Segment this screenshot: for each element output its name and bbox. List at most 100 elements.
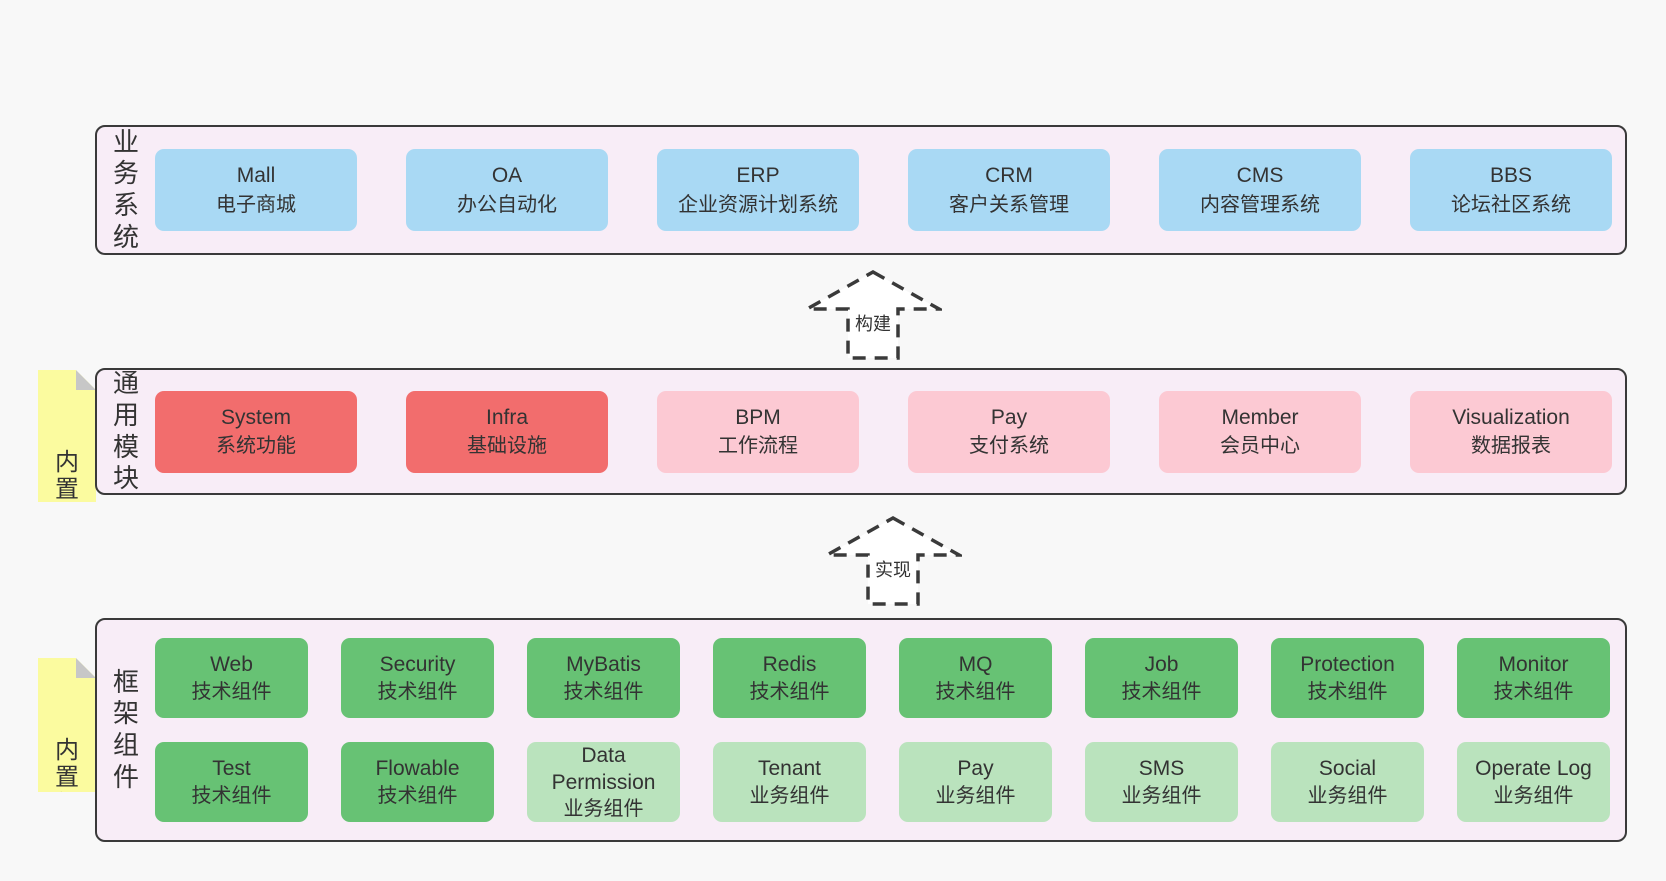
box-data-permission: Data Permission 业务组件: [527, 742, 680, 822]
box-visualization: Visualization 数据报表: [1410, 390, 1612, 473]
box-subtitle: 基础设施: [467, 435, 547, 458]
box-subtitle: 办公自动化: [457, 193, 557, 216]
box-title: Mall: [236, 164, 276, 188]
box-subtitle: 业务组件: [749, 784, 830, 807]
box-test: Test 技术组件: [155, 742, 308, 822]
box-title: Job: [1144, 653, 1179, 677]
box-oa: OA 办公自动化: [406, 149, 608, 231]
box-social: Social 业务组件: [1271, 742, 1424, 822]
box-title: BPM: [735, 405, 781, 429]
band-business-systems: 业 务 系 统 Mall 电子商城 OA 办公自动化 ERP 企业资源计划系统 …: [95, 125, 1627, 255]
folded-corner-icon: [76, 370, 96, 390]
box-system: System 系统功能: [155, 390, 357, 473]
band-label-framework-components: 框 架 组 件: [112, 666, 139, 792]
sticky-label: 内 置 功 能: [55, 448, 79, 557]
box-subtitle: 技术组件: [563, 680, 644, 703]
box-subtitle: 业务组件: [935, 784, 1016, 807]
band-framework-components: 框 架 组 件 Web 技术组件 Security 技术组件 MyBatis 技…: [95, 618, 1627, 842]
box-title: CRM: [985, 164, 1033, 188]
sticky-note-built-in-features: 内 置 功 能: [38, 370, 96, 502]
box-title: BBS: [1489, 164, 1533, 188]
arrow-label: 实现: [872, 556, 914, 582]
box-subtitle: 企业资源计划系统: [678, 193, 838, 216]
box-title: Monitor: [1498, 653, 1569, 677]
box-title: Test: [212, 757, 251, 781]
box-title: Data Permission: [551, 743, 656, 794]
box-mq: MQ 技术组件: [899, 638, 1052, 718]
box-subtitle: 业务组件: [1307, 784, 1388, 807]
box-subtitle: 电子商城: [216, 193, 296, 216]
box-subtitle: 业务组件: [563, 798, 644, 821]
box-title: Pay: [990, 405, 1028, 429]
box-pay-module: Pay 支付系统: [908, 390, 1110, 473]
box-subtitle: 技术组件: [935, 680, 1016, 703]
box-title: SMS: [1138, 757, 1185, 781]
box-mybatis: MyBatis 技术组件: [527, 638, 680, 718]
box-title: Tenant: [757, 757, 822, 781]
box-subtitle: 技术组件: [1307, 680, 1388, 703]
box-bbs: BBS 论坛社区系统: [1410, 149, 1612, 231]
implement-arrow-icon: 实现: [824, 515, 962, 607]
box-subtitle: 系统功能: [216, 435, 296, 458]
box-mall: Mall 电子商城: [155, 149, 357, 231]
box-subtitle: 技术组件: [1121, 680, 1202, 703]
box-title: Web: [210, 653, 253, 677]
box-member: Member 会员中心: [1159, 390, 1361, 473]
box-security: Security 技术组件: [341, 638, 494, 718]
box-subtitle: 技术组件: [191, 784, 272, 807]
box-subtitle: 工作流程: [718, 435, 798, 458]
build-arrow-icon: 构建: [804, 269, 942, 361]
box-title: Operate Log: [1475, 757, 1592, 781]
box-title: MQ: [958, 653, 993, 677]
band-label-business-systems: 业 务 系 统: [112, 126, 139, 252]
box-pay-component: Pay 业务组件: [899, 742, 1052, 822]
box-erp: ERP 企业资源计划系统: [657, 149, 859, 231]
box-title: CMS: [1236, 164, 1284, 188]
box-subtitle: 会员中心: [1220, 435, 1300, 458]
box-web: Web 技术组件: [155, 638, 308, 718]
box-monitor: Monitor 技术组件: [1457, 638, 1610, 718]
framework-row-2: Test 技术组件 Flowable 技术组件 Data Permission …: [155, 742, 1610, 822]
box-tenant: Tenant 业务组件: [713, 742, 866, 822]
box-subtitle: 论坛社区系统: [1451, 193, 1571, 216]
box-title: Member: [1221, 405, 1299, 429]
box-title: Infra: [485, 405, 529, 429]
box-bpm: BPM 工作流程: [657, 390, 859, 473]
band-label-common-modules: 通 用 模 块: [112, 368, 139, 494]
box-redis: Redis 技术组件: [713, 638, 866, 718]
box-subtitle: 数据报表: [1471, 435, 1551, 458]
box-title: Flowable: [375, 757, 460, 781]
box-subtitle: 业务组件: [1493, 784, 1574, 807]
modules-boxes-row: System 系统功能 Infra 基础设施 BPM 工作流程 Pay 支付系统…: [155, 370, 1628, 493]
box-title: Pay: [957, 757, 994, 781]
box-subtitle: 支付系统: [969, 435, 1049, 458]
box-title: Protection: [1300, 653, 1395, 677]
box-title: System: [220, 405, 291, 429]
arrow-label: 构建: [852, 310, 894, 336]
box-title: Redis: [762, 653, 817, 677]
box-job: Job 技术组件: [1085, 638, 1238, 718]
box-subtitle: 业务组件: [1121, 784, 1202, 807]
box-flowable: Flowable 技术组件: [341, 742, 494, 822]
framework-boxes-rows: Web 技术组件 Security 技术组件 MyBatis 技术组件 Redi…: [155, 620, 1625, 840]
box-subtitle: 技术组件: [749, 680, 830, 703]
box-crm: CRM 客户关系管理: [908, 149, 1110, 231]
box-title: Visualization: [1452, 405, 1570, 429]
folded-corner-icon: [76, 658, 96, 678]
box-subtitle: 内容管理系统: [1200, 193, 1320, 216]
box-infra: Infra 基础设施: [406, 390, 608, 473]
box-subtitle: 客户关系管理: [949, 193, 1069, 216]
business-boxes-row: Mall 电子商城 OA 办公自动化 ERP 企业资源计划系统 CRM 客户关系…: [155, 127, 1628, 253]
box-subtitle: 技术组件: [377, 784, 458, 807]
box-title: MyBatis: [566, 653, 641, 677]
sticky-label: 内 置 组 件: [55, 736, 79, 845]
box-sms: SMS 业务组件: [1085, 742, 1238, 822]
box-title: OA: [491, 164, 523, 188]
box-title: Security: [379, 653, 456, 677]
box-title: ERP: [736, 164, 780, 188]
box-protection: Protection 技术组件: [1271, 638, 1424, 718]
box-subtitle: 技术组件: [1493, 680, 1574, 703]
framework-row-1: Web 技术组件 Security 技术组件 MyBatis 技术组件 Redi…: [155, 638, 1610, 718]
band-common-modules: 通 用 模 块 System 系统功能 Infra 基础设施 BPM 工作流程 …: [95, 368, 1627, 495]
